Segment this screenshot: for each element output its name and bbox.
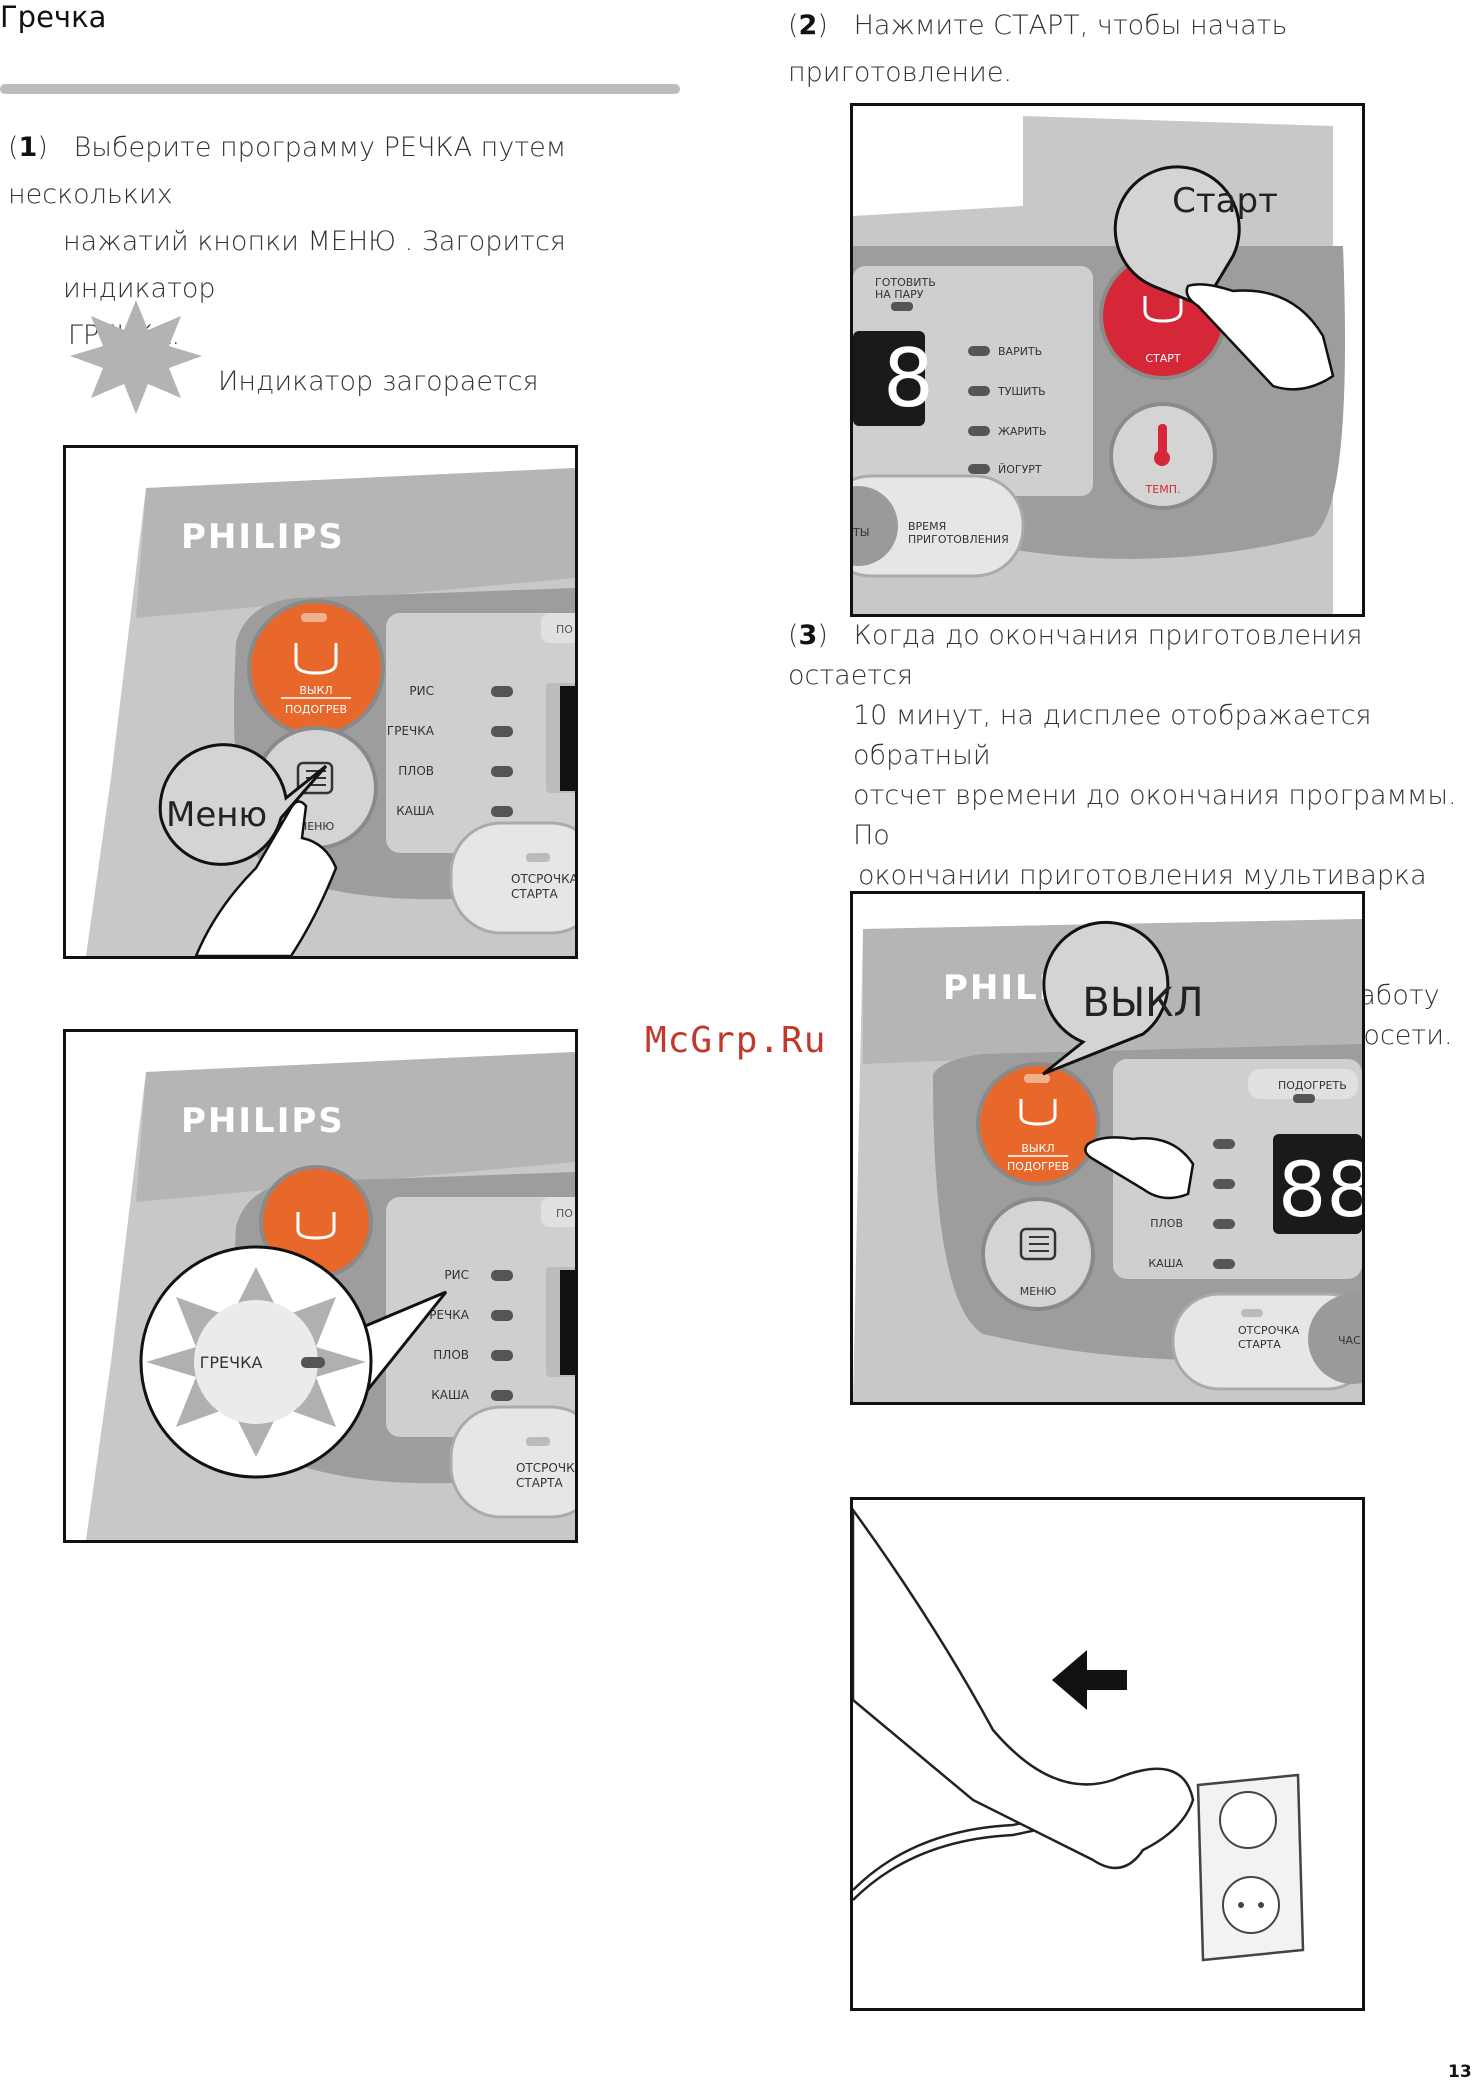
watermark: McGrp.Ru: [645, 1020, 827, 1061]
step2-text: (2) Нажмите СТАРТ, чтобы начать приготов…: [788, 10, 1288, 88]
brand-logo: PHILIPS: [181, 517, 345, 557]
step2-line: Нажмите СТАРТ, чтобы начать приготовлени…: [788, 10, 1288, 88]
left-cut-label: ТЫ: [853, 526, 869, 539]
led-3: [491, 806, 513, 817]
pot-icon: [1143, 296, 1183, 323]
program-3: КАША: [431, 1388, 470, 1402]
steam-label-1: ГОТОВИТЬ: [875, 276, 936, 289]
program-1: ГРЕЧКА: [387, 724, 435, 738]
delay-label-1: ОТСРОЧКА: [511, 872, 575, 886]
program-2: ЖАРИТЬ: [998, 425, 1047, 438]
arrow-left-icon: [1052, 1650, 1127, 1710]
step3-line3: отсчет времени до окончания программы. П…: [853, 780, 1457, 851]
section-heading: Гречка: [0, 0, 107, 34]
off-callout: [1042, 920, 1170, 1076]
svg-text:88: 88: [1278, 1145, 1362, 1234]
panel-start-illustration: ГОТОВИТЬ НА ПАРУ 8 ВАРИТЬ ТУШИТЬ ЖАРИТЬ …: [850, 103, 1365, 617]
btn-menu-label: МЕНЮ: [1020, 1285, 1057, 1298]
top-label: ПО: [556, 1207, 573, 1220]
start-callout-text: Старт: [1172, 181, 1278, 221]
led-3: [491, 1390, 513, 1401]
program-0: РИС: [444, 1268, 469, 1282]
brand-logo: PHILIPS: [181, 1101, 345, 1141]
step3-line4: окончании приготовления мультиварка: [858, 860, 1427, 891]
menu-list-icon: [1019, 1227, 1057, 1261]
top-label: ПО: [556, 623, 573, 636]
pointing-hand-icon: [194, 800, 338, 956]
led-3: [968, 464, 990, 474]
warm-label: ПОДОГРЕТЬ: [1278, 1079, 1347, 1092]
heading-rule: [0, 84, 680, 94]
step1-line1: Выберите программу РЕЧКА путем нескольки…: [8, 132, 567, 210]
btn-temp-label: ТЕМП.: [1145, 483, 1181, 496]
program-1: ТУШИТЬ: [997, 385, 1046, 398]
program-2: ПЛОВ: [433, 1348, 469, 1362]
time-label-2: ПРИГОТОВЛЕНИЯ: [908, 533, 1009, 546]
pointing-hand-icon: [1084, 1136, 1195, 1200]
delay-label-1: ОТСРОЧКА: [1238, 1324, 1300, 1337]
program-0: РИС: [409, 684, 434, 698]
panel-menu-illustration: PHILIPS ПО РИС ГРЕЧКА ПЛОВ КАША ОТСРОЧКА…: [63, 445, 578, 959]
time-label-1: ВРЕМЯ: [908, 520, 946, 533]
program-2: ПЛОВ: [398, 764, 434, 778]
pointing-hand-icon: [1185, 283, 1335, 391]
delay-label-2: СТАРТА: [1238, 1338, 1281, 1351]
program-0: ВАРИТЬ: [998, 345, 1042, 358]
program-3: ЙОГУРТ: [998, 463, 1042, 476]
led-2: [491, 766, 513, 777]
thermometer-icon: [1158, 424, 1167, 454]
btn-off-label: ВЫКЛ: [299, 684, 332, 697]
menu-callout-text: Меню: [166, 795, 267, 835]
start-callout: [1113, 165, 1241, 308]
led-2: [968, 426, 990, 436]
panel-off-illustration: PHILIPS ПОДОГРЕТЬ 88 ПЛОВ КАША ОТСРОЧКА …: [850, 891, 1365, 1405]
step3-line1: Когда до окончания приготовления остаетс…: [788, 620, 1363, 691]
right-cut-label: ЧАС: [1338, 1334, 1361, 1347]
step2-number: 2: [798, 10, 818, 41]
step3-number: 3: [798, 620, 818, 651]
delay-label-1: ОТСРОЧКА: [516, 1461, 575, 1475]
off-callout-text: ВЫКЛ: [1082, 980, 1203, 1026]
program-1: ГРЕЧКА: [422, 1308, 470, 1322]
led-2: [491, 1350, 513, 1361]
led-1: [1213, 1259, 1235, 1269]
led-1: [491, 1310, 513, 1321]
led-0: [968, 346, 990, 356]
led-0: [491, 1270, 513, 1281]
step1-number: 1: [18, 132, 38, 163]
hand-icon: [853, 1507, 1195, 1870]
led-1: [491, 726, 513, 737]
page-number: 13: [1448, 2062, 1472, 2082]
btn-off-label: ВЫКЛ: [1021, 1142, 1054, 1155]
panel-unplug-illustration: [850, 1497, 1365, 2011]
steam-label-2: НА ПАРУ: [875, 288, 924, 301]
indicator-star-icon: [70, 300, 202, 414]
btn-menu-label: МЕНЮ: [298, 820, 335, 833]
led-1: [968, 386, 990, 396]
svg-text:8: 8: [883, 332, 934, 425]
step1-text: (1) Выберите программу РЕЧКА путем неско…: [8, 124, 698, 359]
btn-warm-label: ПОДОГРЕВ: [285, 703, 347, 716]
led-0: [1213, 1219, 1235, 1229]
panel-indicator-illustration: PHILIPS ПО РИС ГРЕЧКА ПЛОВ КАША ОТСРОЧКА…: [63, 1029, 578, 1543]
step3-line2: 10 минут, на дисплее отображается обратн…: [853, 700, 1372, 771]
btn-start-label: СТАРТ: [1145, 352, 1181, 365]
menu-list-icon: [296, 761, 334, 795]
magnified-label: ГРЕЧКА: [200, 1353, 263, 1372]
step1-line2: нажатий кнопки МЕНЮ . Загорится индикато…: [63, 226, 566, 304]
led-0: [491, 686, 513, 697]
delay-label-2: СТАРТА: [516, 1476, 563, 1490]
program-3: КАША: [396, 804, 435, 818]
delay-label-2: СТАРТА: [511, 887, 558, 901]
program-1: КАША: [1148, 1257, 1183, 1270]
indicator-caption: Индикатор загорается: [218, 366, 539, 397]
btn-warm-label: ПОДОГРЕВ: [1007, 1160, 1069, 1173]
program-0: ПЛОВ: [1150, 1217, 1183, 1230]
menu-button[interactable]: [981, 1197, 1095, 1311]
menu-callout: [158, 743, 328, 866]
